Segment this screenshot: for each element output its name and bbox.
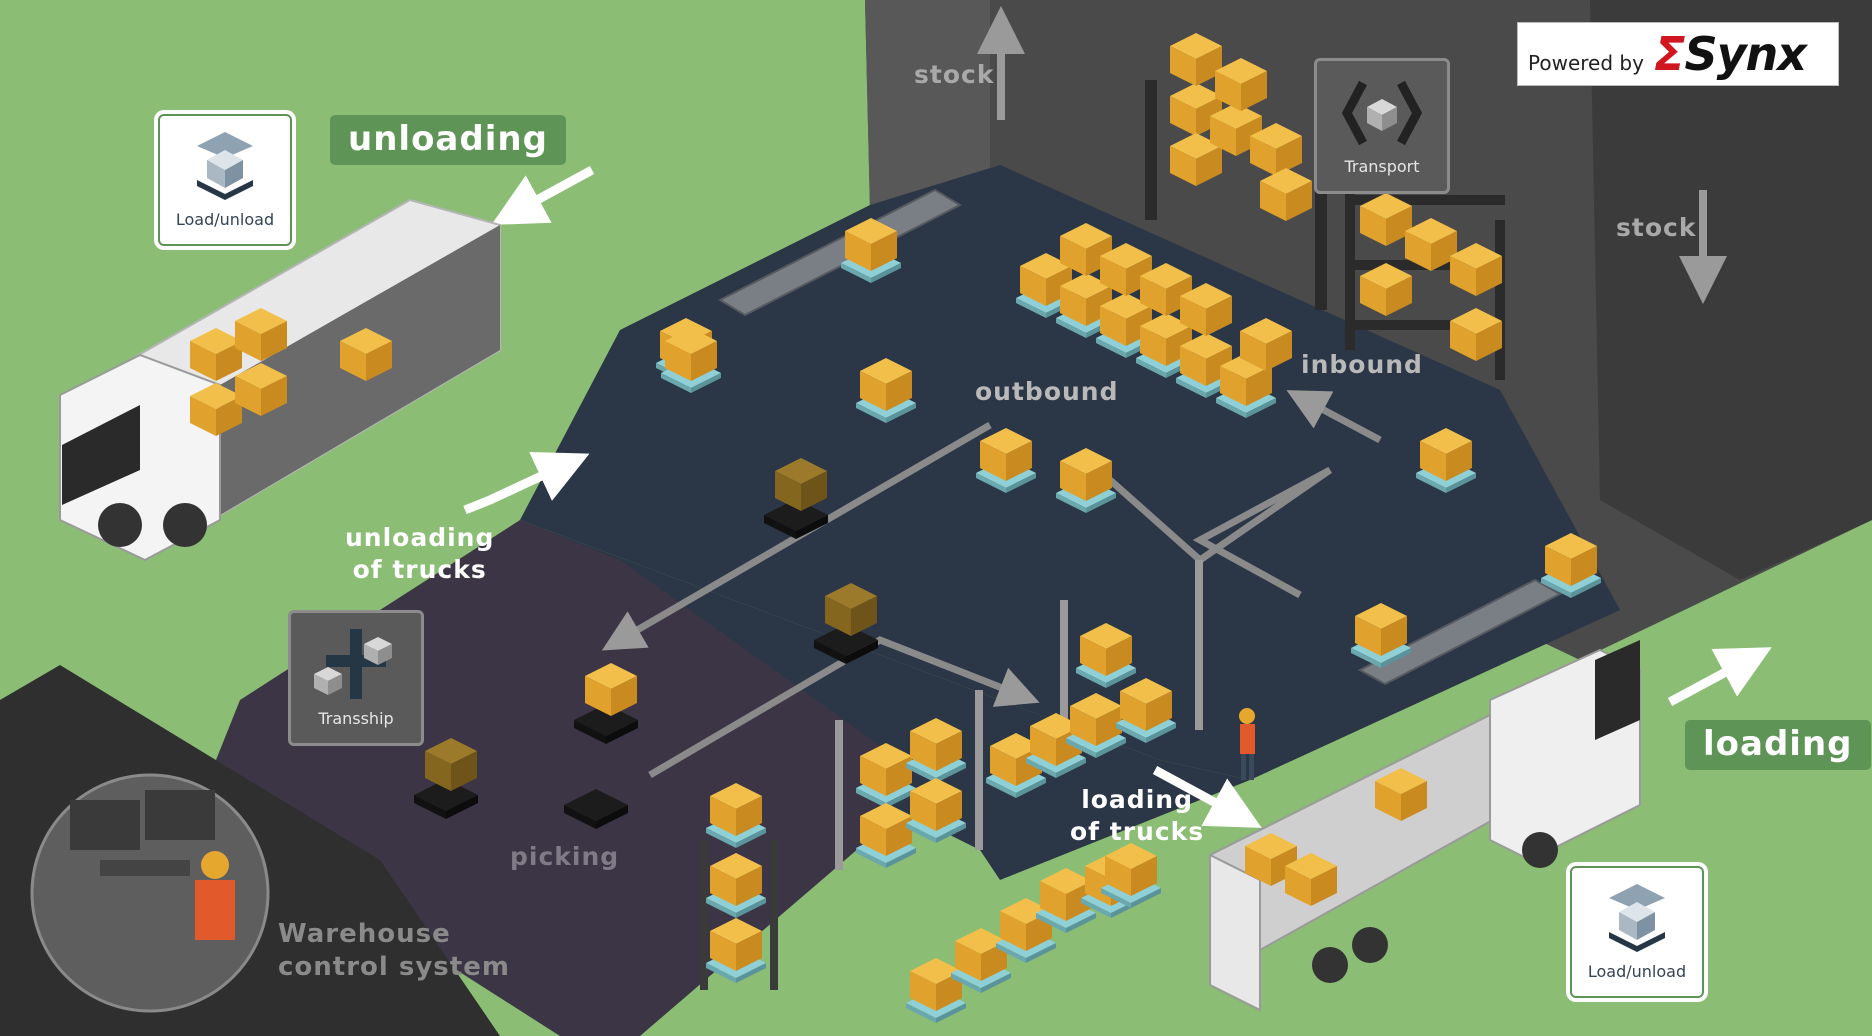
- wcs-line1: Warehouse: [278, 919, 451, 949]
- control-room-illustration: [30, 773, 270, 1013]
- inbound-label: inbound: [1301, 350, 1423, 379]
- inbound-arrow: [1286, 390, 1382, 444]
- warehouse-floor-south: [520, 520, 1250, 880]
- load-unload-label-top: Load/unload: [175, 210, 275, 229]
- loading-arrow: [1152, 766, 1262, 828]
- warehouse-control-system-label: Warehouse control system: [278, 918, 510, 984]
- powered-by-banner: Powered by ΣSynx: [1517, 22, 1839, 86]
- wcs-line2: control system: [278, 952, 510, 982]
- unloading-of-trucks-label: unloading of trucks: [345, 522, 494, 586]
- loading-racks: [835, 560, 1203, 870]
- inbound-lane-line: [1107, 466, 1332, 599]
- transport-label: Transport: [1344, 157, 1420, 176]
- load-unload-cube-icon: [197, 132, 253, 200]
- unloading-of-trucks-line1: unloading: [345, 523, 495, 552]
- conveyor-right: [1357, 578, 1563, 686]
- unloading-pill: unloading: [330, 115, 566, 165]
- transport-cube-icon: [1341, 80, 1423, 146]
- load-unload-badge-top: Load/unload: [158, 114, 292, 246]
- grass-boxes: [661, 328, 1161, 1023]
- loading-of-trucks-line2: of trucks: [1070, 817, 1205, 846]
- transship-badge: Transship: [288, 610, 424, 746]
- unloading-of-trucks-line2: of trucks: [352, 555, 487, 584]
- picking-lane-line: [648, 636, 1040, 779]
- stock-label-left: stock: [914, 60, 995, 89]
- loading-of-trucks-line1: loading: [1081, 785, 1193, 814]
- loading-of-trucks-label: loading of trucks: [1070, 784, 1204, 848]
- transship-label: Transship: [318, 709, 394, 728]
- outbound-label: outbound: [975, 377, 1119, 406]
- stock-label-right: stock: [1616, 213, 1697, 242]
- forklift-arrow: [463, 451, 590, 515]
- loading-truck: [1209, 640, 1641, 1012]
- loading-exit-arrow: [1667, 647, 1772, 706]
- load-unload-cube-icon: [1609, 884, 1665, 952]
- loading-pill: loading: [1685, 720, 1871, 770]
- unloading-arrow: [491, 166, 595, 225]
- powered-by-text: Powered by: [1528, 51, 1644, 75]
- building-right-wall: [1590, 0, 1872, 580]
- worker-figure: [1239, 708, 1255, 780]
- brand-logo: ΣSynx: [1654, 27, 1807, 81]
- load-unload-badge-bottom: Load/unload: [1570, 866, 1704, 998]
- transport-badge: Transport: [1314, 58, 1450, 194]
- transship-cubes-icon: [314, 629, 392, 699]
- load-unload-label-bottom: Load/unload: [1587, 962, 1687, 981]
- picking-label: picking: [510, 842, 620, 871]
- unloading-truck: [59, 198, 501, 562]
